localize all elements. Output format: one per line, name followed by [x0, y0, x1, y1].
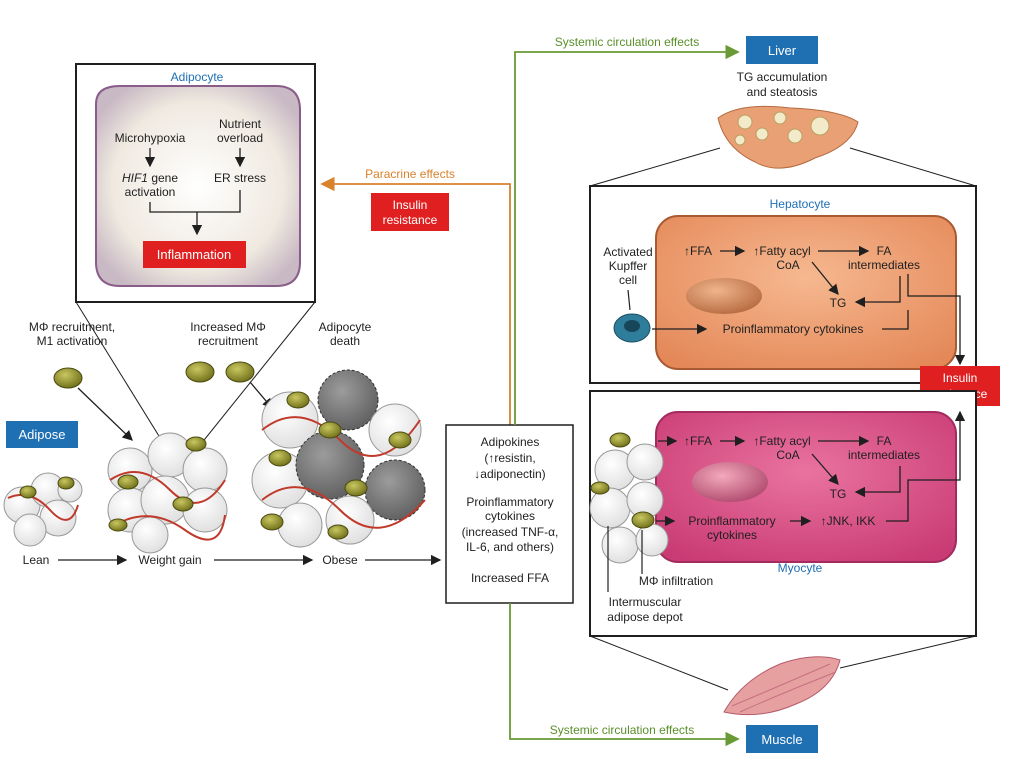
muscle-icon: [723, 656, 841, 716]
macrophage-icon: [53, 367, 83, 389]
hepatocyte-nucleus: [686, 278, 762, 314]
paracrine-effects: Paracrine effects Insulin resistance: [320, 167, 511, 440]
muscle-label: Muscle: [761, 732, 802, 747]
hepatocyte-panel: Hepatocyte Activated Kupffer cell Proinf…: [589, 185, 977, 384]
adiponectin-label: ↓adiponectin): [474, 467, 545, 481]
intermuscular-line2: adipose depot: [607, 610, 683, 624]
infiltrating-macrophage-icon: [631, 511, 655, 529]
er-stress-label: ER stress: [214, 171, 266, 185]
mphi-infiltration-label: MΦ infiltration: [639, 574, 713, 588]
microhypoxia-label: Microhypoxia: [115, 131, 186, 145]
stage-lean: Lean: [23, 553, 50, 567]
adipose-label: Adipose: [19, 427, 66, 442]
hep-tg-label: TG: [830, 296, 847, 310]
myo-cytokines-line1: Proinflammatory: [688, 514, 775, 528]
myo-fa-line2: intermediates: [848, 448, 920, 462]
macrophage-icon: [185, 361, 215, 383]
myo-ffa-label: ↑FFA: [684, 434, 712, 448]
adipocyte-title: Adipocyte: [171, 70, 224, 84]
hep-cytokines-label: Proinflammatory cytokines: [723, 322, 864, 336]
liver-box: [746, 36, 818, 64]
paracrine-ir-line1: Insulin: [393, 198, 428, 212]
macrophage-icon: [225, 361, 255, 383]
hep-fa-line2: intermediates: [848, 258, 920, 272]
paracrine-label: Paracrine effects: [365, 167, 455, 181]
increased-mphi-line1: Increased MΦ: [190, 320, 266, 334]
paracrine-ir-box: [371, 193, 449, 231]
muscle-box: [746, 725, 818, 753]
nutrient-label-line2: overload: [217, 131, 263, 145]
cytokines-label: cytokines: [485, 509, 535, 523]
activation-label: activation: [125, 185, 176, 199]
systemic-top-label: Systemic circulation effects: [555, 35, 700, 49]
myocyte-panel: Myocyte ↑FFA ↑Fatty acyl CoA FA intermed…: [589, 390, 977, 637]
myocyte-nucleus: [692, 462, 768, 502]
hep-fatty-line1: ↑Fatty acyl: [753, 244, 810, 258]
right-ir-line1: Insulin: [943, 371, 978, 385]
death-line2: death: [330, 334, 360, 348]
stage-obese: Obese: [322, 553, 358, 567]
resistin-label: (↑resistin,: [484, 451, 535, 465]
hep-ffa-label: ↑FFA: [684, 244, 712, 258]
hepatocyte-title: Hepatocyte: [770, 197, 831, 211]
mphi-recruit-line1: MΦ recruitment,: [29, 320, 115, 334]
stage-weight-gain: Weight gain: [138, 553, 201, 567]
death-line1: Adipocyte: [319, 320, 372, 334]
mphi-recruit-line2: M1 activation: [37, 334, 108, 348]
adipose-box: [6, 421, 78, 448]
myo-jnk-label: ↑JNK, IKK: [821, 514, 876, 528]
liver-icon: [717, 105, 859, 169]
myo-fatty-line1: ↑Fatty acyl: [753, 434, 810, 448]
myocyte-title: Myocyte: [778, 561, 823, 575]
obese-cluster: [251, 369, 426, 548]
kupffer-line3: cell: [619, 273, 637, 287]
hepatocyte-cell: [655, 215, 957, 370]
myo-cytokines-line2: cytokines: [707, 528, 757, 542]
tnf-label: (increased TNF-α,: [462, 525, 559, 539]
myo-fa-line1: FA: [877, 434, 892, 448]
adipocyte-panel: Adipocyte Microhypoxia Nutrient overload…: [75, 63, 316, 471]
adipocyte-cell: [95, 85, 301, 287]
liver-label: Liver: [768, 43, 797, 58]
secreted-factors-box: Adipokines (↑resistin, ↓adiponectin) Pro…: [445, 424, 574, 604]
intermuscular-adipose: [589, 432, 669, 564]
systemic-bottom-label: Systemic circulation effects: [550, 723, 695, 737]
myo-tg-label: TG: [830, 487, 847, 501]
tg-accumulation-line2: and steatosis: [747, 85, 818, 99]
il6-label: IL-6, and others): [466, 540, 554, 554]
proinflammatory-label: Proinflammatory: [466, 495, 553, 509]
adipokines-label: Adipokines: [481, 435, 540, 449]
inflammation-label: Inflammation: [157, 247, 231, 262]
nutrient-label-line1: Nutrient: [219, 117, 262, 131]
hep-fa-line1: FA: [877, 244, 892, 258]
intermuscular-line1: Intermuscular: [609, 595, 682, 609]
lean-cluster: [3, 472, 83, 547]
myo-fatty-line2: CoA: [776, 448, 799, 462]
kupffer-line2: Kupffer: [609, 259, 647, 273]
hif1-label: HIF1 gene: [122, 171, 178, 185]
increased-ffa-label: Increased FFA: [471, 571, 549, 585]
tg-accumulation-line1: TG accumulation: [737, 70, 828, 84]
adipose-tissue: Adipose MΦ recruitment, M1 activation In…: [3, 320, 442, 567]
systemic-circulation: Systemic circulation effects Systemic ci…: [509, 35, 977, 753]
paracrine-ir-line2: resistance: [383, 213, 438, 227]
inflammation-box: [143, 241, 246, 268]
kupffer-line1: Activated: [603, 245, 652, 259]
weight-gain-cluster: [107, 432, 228, 554]
hep-fatty-line2: CoA: [776, 258, 799, 272]
increased-mphi-line2: recruitment: [198, 334, 259, 348]
